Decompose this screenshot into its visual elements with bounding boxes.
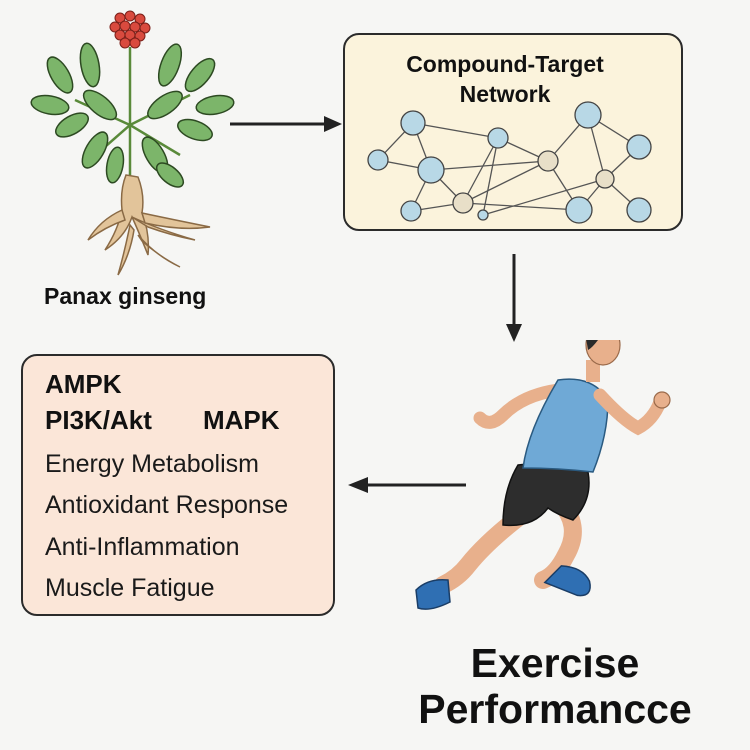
- network-title-line-1: Compound-Target: [406, 51, 604, 77]
- pathway-mapk: MAPK: [203, 405, 280, 435]
- ginseng-root: [87, 174, 211, 276]
- ginseng-plant-illustration: [30, 10, 235, 276]
- head: [585, 340, 621, 366]
- leaf-group: [30, 42, 235, 188]
- effect-anti-inflammation: Anti-Inflammation: [45, 533, 240, 561]
- runner-illustration: [415, 340, 671, 610]
- pathway-ampk: AMPK: [45, 369, 122, 399]
- network-title: Compound-Target Network: [370, 49, 640, 109]
- network-graph: [367, 101, 652, 224]
- network-nodes: [367, 101, 652, 224]
- shorts: [502, 462, 590, 527]
- outcome-title: Exercise Performancce: [390, 640, 720, 732]
- effect-energy-metabolism: Energy Metabolism: [45, 450, 259, 478]
- outcome-line-2: Performancce: [418, 686, 692, 732]
- network-title-line-2: Network: [459, 81, 551, 107]
- effect-antioxidant-response: Antioxidant Response: [45, 491, 289, 519]
- front-shoe: [543, 565, 591, 597]
- fist: [653, 391, 671, 409]
- pathways-panel: [21, 354, 335, 616]
- arrow-down: [506, 254, 522, 342]
- effect-muscle-fatigue: Muscle Fatigue: [45, 574, 215, 602]
- hair: [586, 340, 618, 350]
- arrow-left: [348, 477, 466, 493]
- outcome-line-1: Exercise: [470, 640, 640, 686]
- arrow-right: [230, 116, 342, 132]
- back-shoe: [415, 578, 451, 610]
- pathway-pi3k-akt: PI3K/Akt: [45, 405, 152, 435]
- berry-cluster: [109, 10, 151, 49]
- plant-label: Panax ginseng: [44, 283, 207, 309]
